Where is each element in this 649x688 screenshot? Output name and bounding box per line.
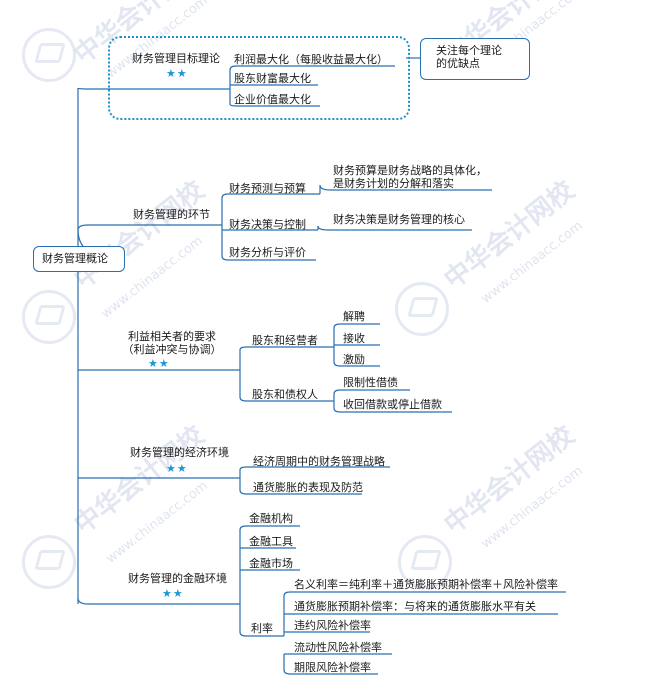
connector-b2-c2 — [317, 225, 472, 231]
branch-goal-theory[interactable]: 财务管理目标理论 — [132, 52, 220, 65]
importance-stars: ★★ — [148, 357, 170, 370]
connector-b5 — [77, 597, 240, 605]
connector-b3-low — [239, 370, 334, 402]
connector-b3-a3 — [333, 347, 380, 367]
node-profit-max[interactable]: 利润最大化（每股收益最大化） — [234, 53, 388, 66]
node-financial-markets[interactable]: 金融市场 — [249, 557, 293, 570]
node-financial-instruments[interactable]: 金融工具 — [249, 535, 293, 548]
highlight-region — [108, 36, 410, 120]
connector-b3-up — [239, 346, 334, 370]
connector-b5-c4 — [239, 604, 284, 637]
connector-b1-split — [229, 65, 395, 89]
connector-b2-c1 — [319, 184, 492, 194]
node-default-premium[interactable]: 违约风险补偿率 — [294, 619, 371, 632]
importance-stars: ★★ — [166, 462, 188, 475]
connector-b3-a1 — [333, 323, 380, 347]
connector-b2-low — [221, 225, 316, 261]
node-dismiss[interactable]: 解聘 — [343, 310, 365, 323]
note-text: 关注每个理论 的优缺点 — [436, 44, 502, 70]
node-forecast-budget-desc: 财务预算是财务战略的具体化， 是财务计划的分解和落实 — [333, 164, 487, 190]
branch-management-steps[interactable]: 财务管理的环节 — [133, 208, 210, 221]
node-cycle-strategy[interactable]: 经济周期中的财务管理战略 — [253, 455, 385, 468]
node-financial-institutions[interactable]: 金融机构 — [249, 512, 293, 525]
node-decision-control[interactable]: 财务决策与控制 — [229, 218, 306, 231]
branch-stakeholders[interactable]: 利益相关者的要求 （利益冲突与协调） — [122, 330, 222, 356]
node-analysis-evaluation[interactable]: 财务分析与评价 — [229, 246, 306, 259]
connector-b1 — [77, 87, 230, 90]
connector-b5-vert — [239, 525, 300, 604]
connector-b3-b1 — [333, 389, 410, 401]
connector-b3-b2 — [333, 401, 452, 413]
connector-b2-up — [221, 193, 320, 225]
connector-b4-low — [239, 478, 362, 495]
node-takeover[interactable]: 接收 — [343, 332, 365, 345]
node-shareholder-manager[interactable]: 股东和经营者 — [252, 334, 318, 347]
importance-stars: ★★ — [162, 587, 184, 600]
node-recall-loans[interactable]: 收回借款或停止借款 — [343, 398, 442, 411]
node-inflation-premium[interactable]: 通货膨胀预期补偿率：与将来的通货膨胀水平有关 — [294, 600, 536, 613]
connector-b1-low — [229, 89, 320, 107]
node-forecast-budget[interactable]: 财务预测与预算 — [229, 182, 306, 195]
connector-b5-rate — [283, 591, 566, 636]
root-label: 财务管理概论 — [42, 252, 108, 265]
connector-b5-r5 — [283, 654, 378, 675]
connector-b4-up — [239, 466, 390, 478]
connector-b2 — [77, 224, 222, 231]
importance-stars: ★★ — [166, 67, 188, 80]
node-enterprise-value[interactable]: 企业价值最大化 — [234, 93, 311, 106]
node-incentive[interactable]: 激励 — [343, 353, 365, 366]
branch-financial-env[interactable]: 财务管理的金融环境 — [128, 572, 227, 585]
node-shareholder-creditor[interactable]: 股东和债权人 — [252, 388, 318, 401]
node-liquidity-premium[interactable]: 流动性风险补偿率 — [294, 641, 382, 654]
node-nominal-rate[interactable]: 名义利率＝纯利率＋通货膨胀预期补偿率＋风险补偿率 — [294, 578, 558, 591]
node-restrictive-borrowing[interactable]: 限制性借债 — [343, 376, 398, 389]
node-shareholder-wealth[interactable]: 股东财富最大化 — [234, 72, 311, 85]
node-maturity-premium[interactable]: 期限风险补偿率 — [294, 661, 371, 674]
node-interest-rate[interactable]: 利率 — [251, 622, 273, 635]
note-box[interactable] — [420, 38, 530, 80]
branch-economic-env[interactable]: 财务管理的经济环境 — [130, 446, 229, 459]
root-node[interactable] — [33, 246, 125, 272]
node-decision-control-desc: 财务决策是财务管理的核心 — [333, 213, 465, 226]
node-inflation[interactable]: 通货膨胀的表现及防范 — [253, 481, 363, 494]
